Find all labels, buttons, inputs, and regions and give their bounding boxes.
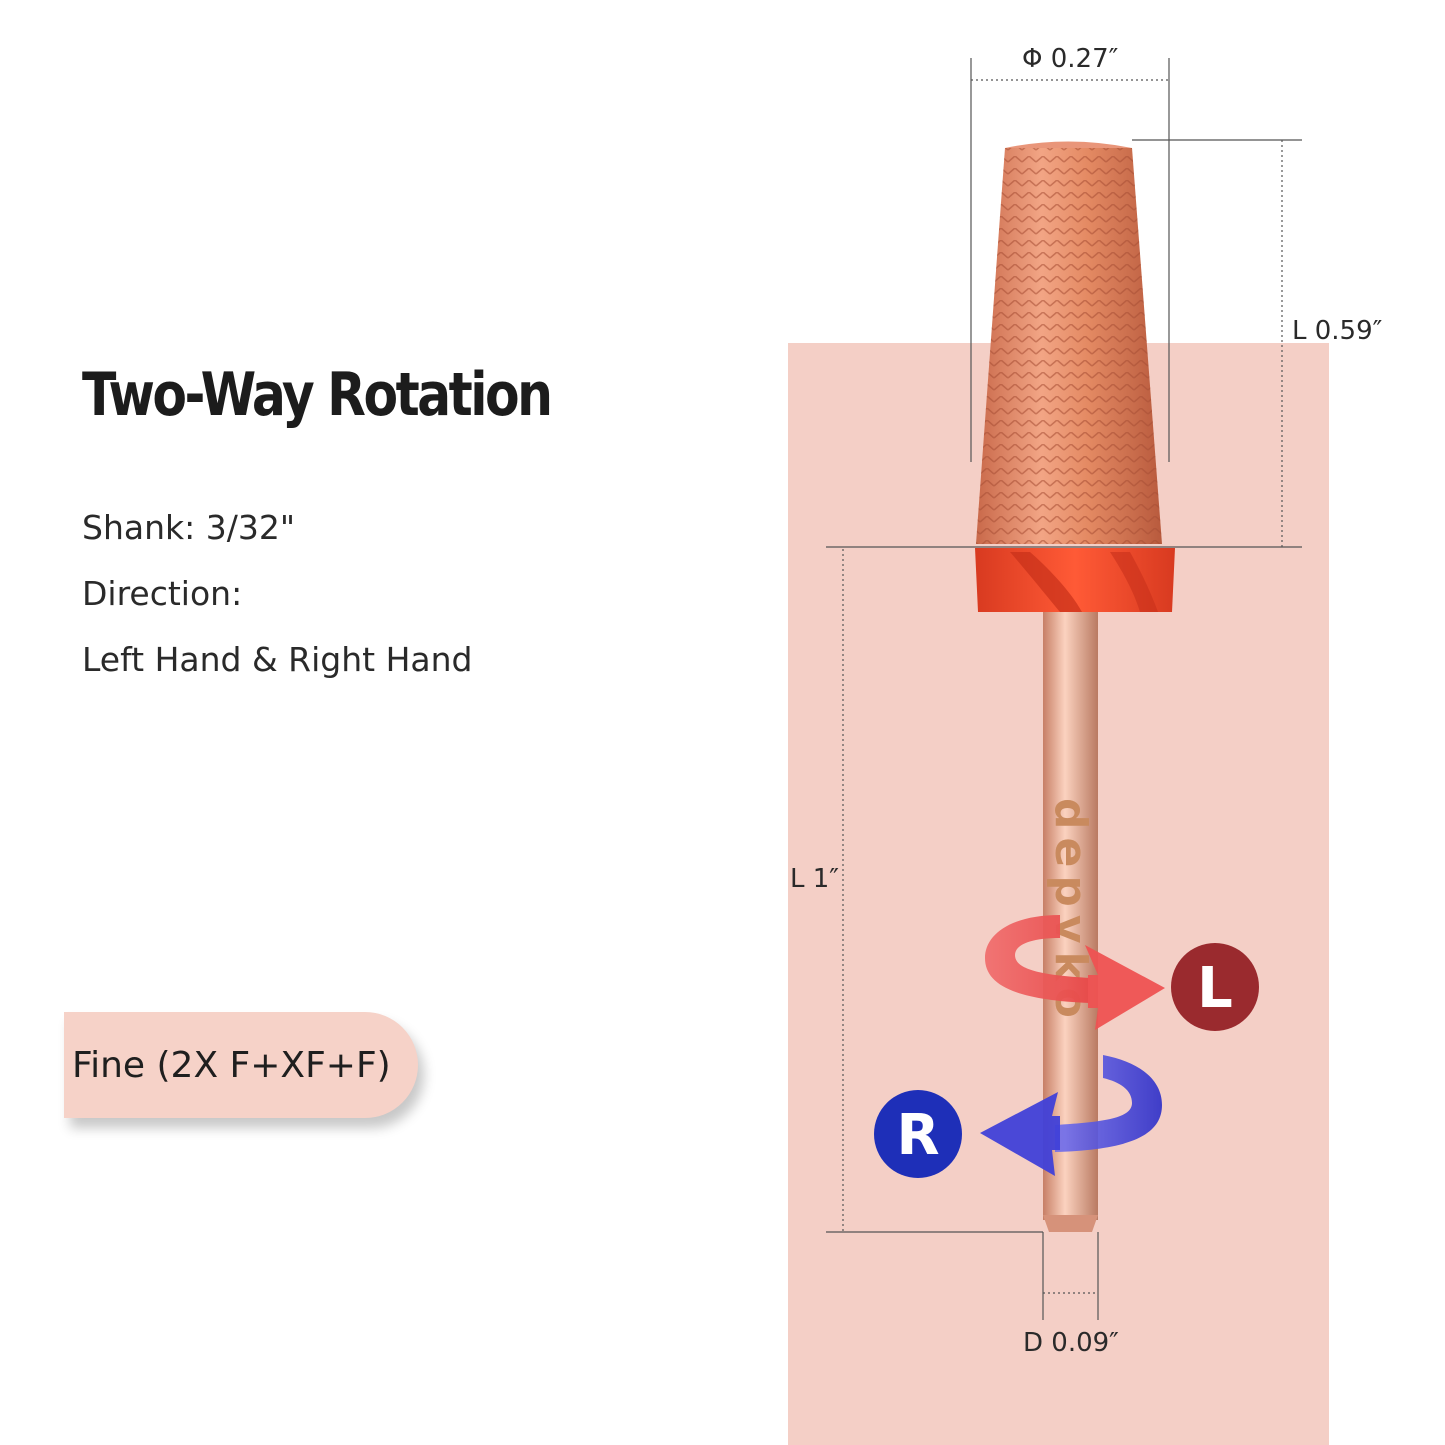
left-hand-badge: L xyxy=(1171,943,1259,1031)
left-badge-label: L xyxy=(1197,956,1233,1021)
shank-spec: Shank: 3/32" xyxy=(82,508,296,547)
direction-value: Left Hand & Right Hand xyxy=(82,640,473,679)
headline: Two-Way Rotation xyxy=(82,360,553,430)
direction-label: Direction: xyxy=(82,574,243,613)
right-hand-badge: R xyxy=(874,1090,962,1178)
right-rotation-arrow-icon xyxy=(980,1055,1162,1176)
drill-head xyxy=(976,141,1162,544)
dimension-lines xyxy=(826,58,1302,1320)
drill-collar xyxy=(975,548,1175,612)
grit-tag: Fine (2X F+XF+F) xyxy=(64,1012,418,1118)
left-rotation-arrow-icon xyxy=(985,915,1165,1030)
shank-length-label: L 1″ xyxy=(790,864,840,894)
head-length-label: L 0.59″ xyxy=(1292,316,1383,346)
right-badge-label: R xyxy=(896,1103,939,1168)
grit-label: Fine (2X F+XF+F) xyxy=(72,1045,391,1086)
head-diameter-label: Φ 0.27″ xyxy=(1022,44,1119,74)
shank-diameter-label: D 0.09″ xyxy=(1023,1328,1119,1358)
